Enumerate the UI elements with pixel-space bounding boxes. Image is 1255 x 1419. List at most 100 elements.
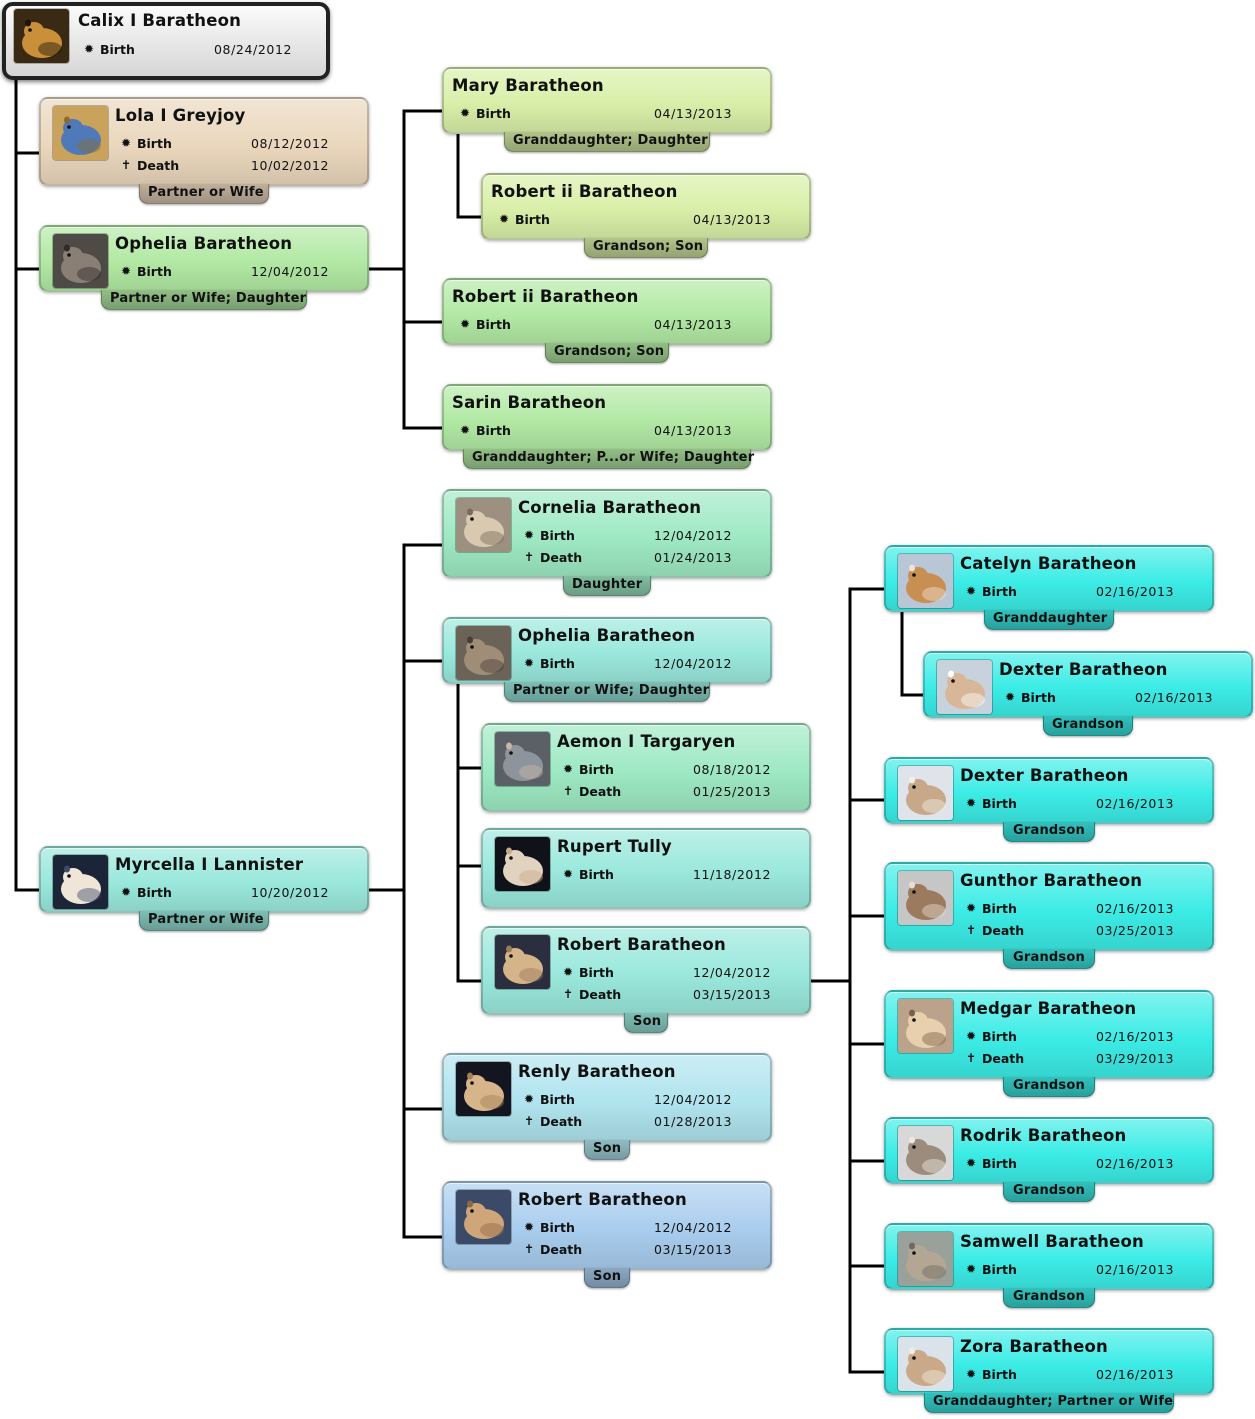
birth-icon: ✹ — [523, 528, 535, 542]
relationship-tag: Grandson; Son — [584, 238, 708, 258]
death-cross-icon: ✝ — [965, 923, 977, 937]
event-type: Birth — [540, 1092, 575, 1107]
event-type: Birth — [515, 212, 550, 227]
event-date: 01/24/2013 — [654, 550, 733, 565]
relationship-tag: Granddaughter; Daughter — [504, 132, 710, 152]
person-card-calix[interactable]: Calix I Baratheon ✹ Birth 08/24/2012 — [2, 2, 330, 80]
event-date: 04/13/2013 — [654, 317, 733, 332]
death-cross-icon: ✝ — [562, 784, 574, 798]
birth-icon: ✹ — [965, 1029, 977, 1043]
relationship-tag: Grandson — [1003, 1182, 1095, 1202]
event-type: Birth — [100, 42, 135, 57]
relationship-tag: Son — [624, 1013, 668, 1033]
hamster-photo — [456, 1062, 511, 1116]
birth-icon: ✹ — [1004, 690, 1016, 704]
event-date: 12/04/2012 — [251, 264, 330, 279]
hamster-photo — [53, 855, 108, 909]
relationship-tag: Granddaughter; P...or Wife; Daughter — [463, 449, 754, 469]
relationship-tag: Granddaughter — [984, 610, 1114, 630]
birth-icon: ✹ — [83, 42, 95, 56]
event-type: Birth — [982, 796, 1017, 811]
event-date: 12/04/2012 — [693, 965, 772, 980]
event-row-birth: ✹ Birth 08/24/2012 — [82, 42, 328, 62]
hamster-photo — [898, 1126, 953, 1180]
event-date: 03/15/2013 — [654, 1242, 733, 1257]
event-type: Birth — [1021, 690, 1056, 705]
event-type: Birth — [982, 584, 1017, 599]
event-type: Birth — [579, 762, 614, 777]
hamster-photo — [53, 106, 108, 160]
event-date: 02/16/2013 — [1096, 1156, 1175, 1171]
event-type: Birth — [137, 136, 172, 151]
birth-icon: ✹ — [965, 1156, 977, 1170]
event-date: 08/24/2012 — [214, 42, 293, 57]
relationship-tag: Grandson — [1003, 1077, 1095, 1097]
event-type: Birth — [476, 317, 511, 332]
hamster-photo — [53, 234, 108, 288]
person-name: Mary Baratheon — [452, 76, 604, 95]
event-type: Death — [982, 923, 1025, 938]
event-type: Death — [540, 1114, 583, 1129]
death-cross-icon: ✝ — [523, 550, 535, 564]
person-name: Calix I Baratheon — [78, 11, 242, 30]
person-name: Ophelia Baratheon — [518, 626, 696, 645]
person-name: Dexter Baratheon — [999, 660, 1168, 679]
event-type: Birth — [982, 901, 1017, 916]
birth-icon: ✹ — [120, 136, 132, 150]
birth-icon: ✹ — [965, 584, 977, 598]
person-name: Rodrik Baratheon — [960, 1126, 1127, 1145]
hamster-photo — [898, 871, 953, 925]
birth-icon: ✹ — [965, 901, 977, 915]
event-type: Birth — [579, 965, 614, 980]
event-type: Death — [982, 1051, 1025, 1066]
event-type: Birth — [137, 885, 172, 900]
relationship-tag: Granddaughter; Partner or Wife — [924, 1393, 1174, 1413]
relationship-tag: Grandson; Son — [545, 343, 669, 363]
birth-icon: ✹ — [965, 796, 977, 810]
event-type: Birth — [540, 1220, 575, 1235]
birth-icon: ✹ — [523, 1092, 535, 1106]
person-name: Rupert Tully — [557, 837, 672, 856]
event-type: Birth — [982, 1262, 1017, 1277]
hamster-photo — [495, 837, 550, 891]
person-name: Robert ii Baratheon — [452, 287, 639, 306]
event-date: 10/02/2012 — [251, 158, 330, 173]
relationship-tag: Son — [584, 1140, 630, 1160]
